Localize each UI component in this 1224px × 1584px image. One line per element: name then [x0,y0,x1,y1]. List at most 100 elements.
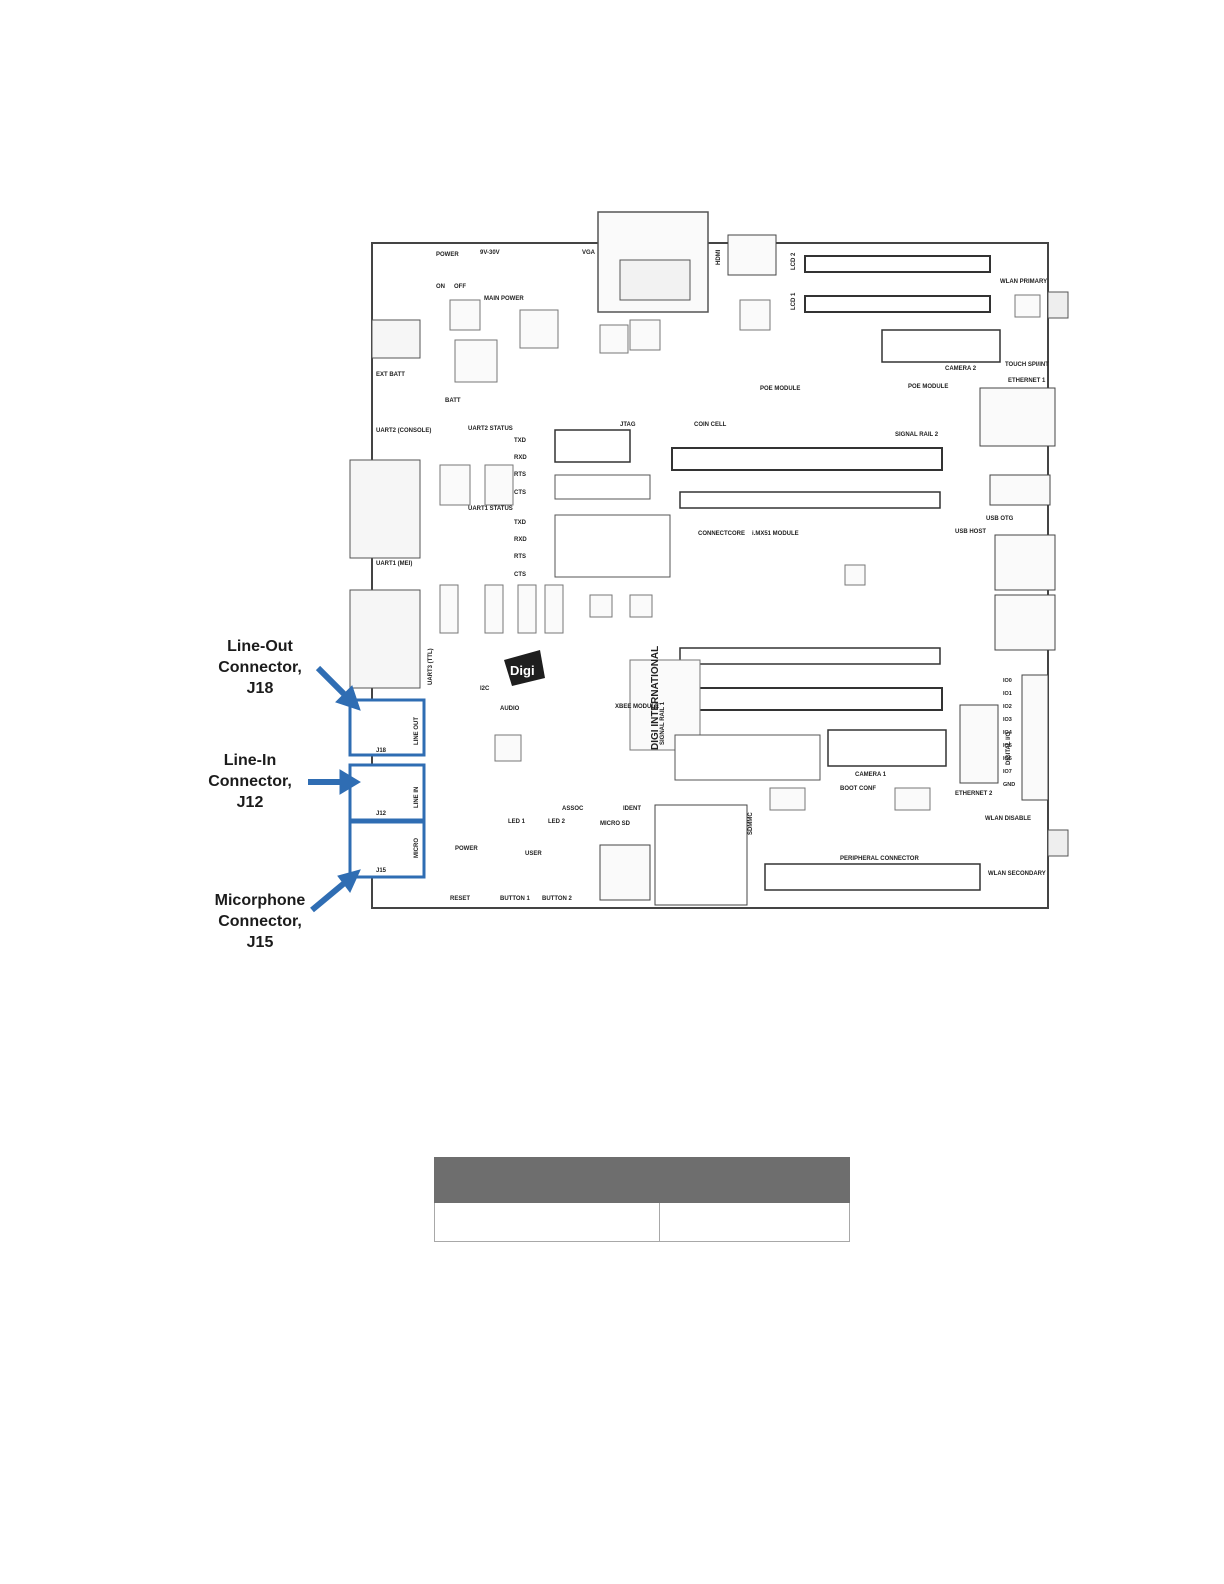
ethernet2-module [959,704,999,784]
board-label: CAMERA 2 [945,366,977,372]
board-label: WLAN SECONDARY [988,871,1046,877]
gpio-label: IO2 [1003,704,1012,710]
peripheral-connector [764,863,981,891]
table-cell [434,1202,660,1242]
board-label: LINE IN [414,787,420,808]
uart-signal-label: RTS [514,472,526,478]
board-label: EXT BATT [376,372,405,378]
usb-host-port-1 [994,534,1056,591]
component-grid [439,294,1041,811]
lcd2-connector [804,255,991,273]
ethernet1-port [979,387,1056,447]
board-label: J15 [376,868,387,874]
board-label: JTAG [620,422,636,428]
board-label: MICRO [414,838,420,858]
board-label: J18 [376,748,387,754]
board-label: LED 1 [508,819,526,825]
board-label: USB OTG [986,516,1014,522]
callout-microphone: Micorphone Connector, J15 [200,890,320,953]
callout-line: J15 [246,934,274,951]
sdmmc-slot [654,804,748,906]
uart-signal-label: CTS [514,572,526,578]
board-label: LINE OUT [414,717,420,745]
board-label: MICRO SD [600,821,631,827]
line-in-jack-j12 [348,763,426,822]
camera1-connector [827,729,947,767]
board-label: ETHERNET 2 [955,791,993,797]
board-label: CONNECTCORE [698,531,745,537]
board-label: 9V-30V [480,250,500,256]
board-label: I2C [480,686,490,692]
board-label: HDMI [716,249,722,265]
development-board-diagram: POWER 9V-30V ON OFF MAIN POWER VGA HDMI … [308,211,1069,913]
svg-text:Digi: Digi [510,663,535,678]
board-label: POWER [455,846,478,852]
callout-line: Connector, [218,913,302,930]
callout-line-out: Line-Out Connector, J18 [200,636,320,699]
callout-line-in: Line-In Connector, J12 [190,750,310,813]
board-label: MAIN POWER [484,296,524,302]
gpio-label: IO3 [1003,717,1012,723]
board-label: i.MX51 MODULE [752,531,799,537]
uart-signal-label: CTS [514,490,526,496]
line-out-jack-j18 [348,698,426,757]
board-label: TOUCH SPI/INT [1005,362,1049,368]
board-brand-label: DIGI INTERNATIONAL [650,646,661,750]
table-header-cell [659,1157,850,1203]
usb-host-port-2 [994,594,1056,651]
board-label: DIGITAL I/O [1006,732,1012,765]
module-socket-bottom-2 [671,687,943,711]
board-label: BUTTON 2 [542,896,573,902]
board-label: PERIPHERAL CONNECTOR [840,856,919,862]
vga-port [619,259,691,301]
gpio-label: IO6 [1003,756,1012,762]
wlan-primary-antenna [1047,291,1069,319]
board-label: USB HOST [955,529,986,535]
digital-io-terminal [1021,674,1049,801]
callout-line: J18 [246,680,274,697]
data-table [434,1157,850,1242]
board-label: SDMMC [748,812,754,835]
board-label: LCD 2 [791,252,797,270]
gpio-label: IO0 [1003,678,1012,684]
board-label: ETHERNET 1 [1008,378,1046,384]
board-label: POWER [436,252,459,258]
switch-table-2 [554,514,671,578]
board-label: ASSOC [562,806,584,812]
gpio-label: IO4 [1003,730,1013,736]
board-label: UART3 (TTL) [428,648,434,685]
uart-signal-label: TXD [514,520,527,526]
board-label: WLAN PRIMARY [1000,279,1047,285]
camera2-connector [881,329,1001,363]
jtag-connector [554,429,631,463]
power-jack [371,319,421,359]
board-label: UART2 (CONSOLE) [376,428,431,434]
board-label: LCD 1 [791,292,797,310]
uart2-console-connector [349,459,421,559]
board-label: CAMERA 1 [855,772,887,778]
board-label: XBEE MODULE [615,704,659,710]
board-label: UART2 STATUS [468,426,513,432]
board-label: POE MODULE [760,386,800,392]
microsd-slot [599,844,651,901]
boot-table [674,734,821,781]
gpio-label: IO5 [1003,743,1012,749]
table-row [434,1202,850,1242]
board-label: AUDIO [500,706,520,712]
board-label: WLAN DISABLE [985,816,1031,822]
board-label: SIGNAL RAIL 1 [660,701,666,745]
uart-signal-label: RXD [514,455,527,461]
switch-table-1 [554,474,651,500]
table-cell [659,1202,850,1242]
board-label: BOOT CONF [840,786,876,792]
arrow-icon [308,769,361,795]
uart-signal-label: RXD [514,537,527,543]
wlan-secondary-antenna [1047,829,1069,857]
board-label: UART1 STATUS [468,506,513,512]
board-label: UART1 (MEI) [376,561,412,567]
board-label: OFF [454,284,466,290]
board-label: ON [436,284,445,290]
board-label: VGA [582,250,596,256]
callout-line: Line-Out [227,638,293,655]
uart1-mei-connector [349,589,421,689]
